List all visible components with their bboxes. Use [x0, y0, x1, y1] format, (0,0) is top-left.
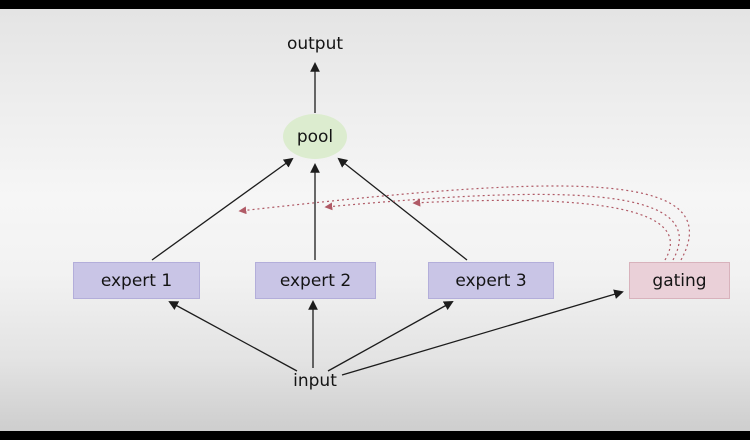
node-gating: gating: [629, 262, 730, 299]
edge-gating-expert1pool: [238, 185, 690, 261]
edge-gating-expert2pool: [324, 193, 680, 261]
letterbox-bottom: [0, 431, 750, 440]
edge-input-expert1: [168, 301, 298, 372]
node-input-label: input: [293, 371, 337, 391]
node-expert-2: expert 2: [255, 262, 376, 299]
edge-gating-expert3pool: [412, 198, 671, 261]
edge-expert1-pool: [151, 157, 294, 261]
edge-input-expert3: [327, 301, 454, 372]
edge-expert3-pool: [337, 157, 468, 261]
node-output-label: output: [286, 34, 344, 54]
node-expert-1: expert 1: [73, 262, 200, 299]
node-expert-3: expert 3: [428, 262, 554, 299]
node-pool: pool: [283, 114, 347, 159]
edge-input-gating: [341, 289, 624, 376]
letterbox-top: [0, 0, 750, 9]
